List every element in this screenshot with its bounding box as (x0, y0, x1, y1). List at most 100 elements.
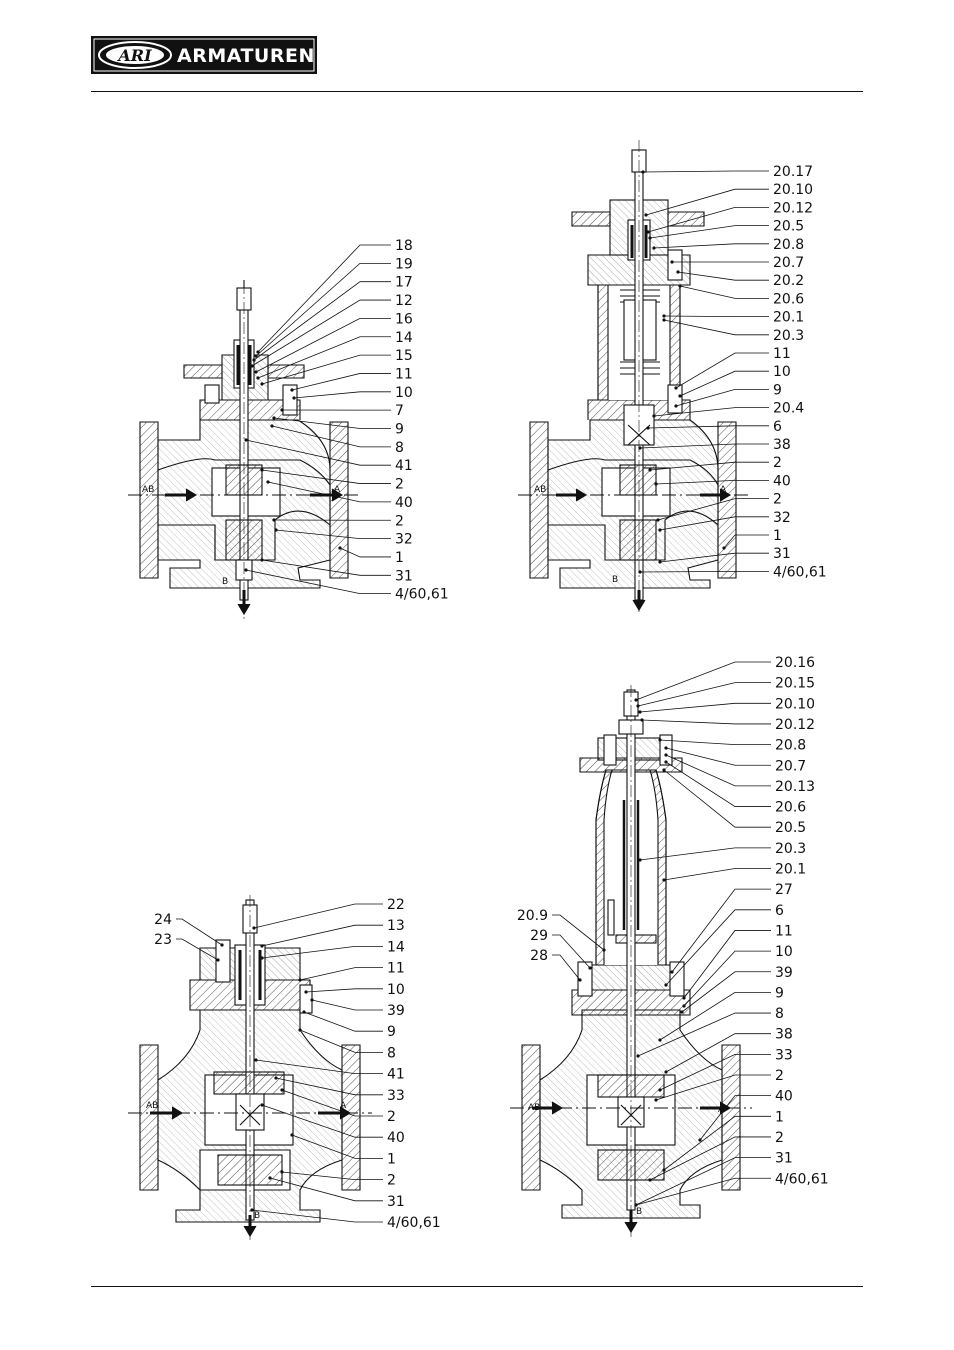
part-label: 9 (775, 985, 784, 1001)
leader-line (681, 971, 771, 1013)
leader-dot (216, 958, 220, 962)
leader-line (299, 1029, 383, 1053)
leader-dot (256, 350, 260, 354)
part-label: 11 (773, 346, 791, 362)
leader-dot (652, 414, 656, 418)
leader-dot (662, 318, 666, 322)
leader-line (273, 417, 391, 429)
leader-line (647, 206, 769, 233)
leader-dot (274, 1076, 278, 1080)
leader-dot (670, 260, 674, 264)
leader-dot (304, 990, 308, 994)
leader-line (663, 1115, 771, 1171)
leader-dot (280, 408, 284, 412)
leader-dot (636, 1054, 640, 1058)
part-label: 20.12 (775, 717, 815, 733)
leader-dot (674, 404, 678, 408)
leader-dot (654, 1098, 658, 1102)
leader-dot (682, 1004, 686, 1008)
part-label: 20.10 (775, 696, 815, 712)
leader-dot (310, 998, 314, 1002)
leader-dot (662, 314, 666, 318)
leader-line (267, 481, 391, 503)
port-ab: AB (528, 1103, 540, 1113)
leader-dot (638, 858, 642, 862)
part-label: 2 (395, 477, 404, 493)
brand-name: ARMATUREN (177, 45, 315, 67)
leader-dot (260, 956, 264, 960)
leader-line (679, 370, 769, 397)
leader-line (245, 569, 391, 595)
leader-line (645, 188, 769, 216)
leader-dot (280, 1088, 284, 1092)
port-a: A (340, 1101, 347, 1111)
part-label: 38 (773, 437, 791, 453)
part-label: 15 (395, 348, 413, 364)
leader-line (311, 999, 383, 1011)
part-label: 40 (387, 1130, 405, 1146)
leader-dot (658, 1088, 662, 1092)
part-label: 20.7 (775, 758, 806, 774)
part-label: 10 (773, 364, 791, 380)
leader-dot (602, 948, 606, 952)
leader-line (659, 552, 769, 563)
leader-dot (648, 236, 652, 240)
part-label: 20.3 (775, 841, 806, 857)
leader-dot (260, 468, 264, 472)
part-label: 32 (395, 532, 413, 548)
leader-dot (680, 1010, 684, 1014)
leader-line (257, 336, 391, 379)
leader-dot (698, 1138, 702, 1142)
leader-dot (662, 878, 666, 882)
leader-line (723, 534, 769, 549)
leader-line (275, 1077, 383, 1096)
leader-dot (244, 438, 248, 442)
leader-line (255, 317, 391, 373)
leader-line (261, 924, 383, 947)
leader-line (552, 934, 591, 969)
leader-line (639, 847, 771, 861)
part-label: 22 (387, 897, 405, 913)
part-label: 9 (387, 1024, 396, 1040)
part-label: 1 (387, 1151, 396, 1167)
part-label: 20.10 (773, 182, 813, 198)
leader-line (641, 719, 771, 725)
leader-line (659, 516, 769, 531)
part-label: 20.7 (773, 255, 804, 271)
leader-line (655, 1074, 771, 1101)
leader-line (675, 388, 769, 407)
leader-dot (638, 446, 642, 450)
leader-dot (664, 753, 668, 757)
leader-dot (266, 480, 270, 484)
leader-line (257, 244, 391, 353)
leader-dot (260, 944, 264, 948)
part-label: 9 (773, 382, 782, 398)
part-label: 17 (395, 275, 413, 291)
part-label: 8 (387, 1045, 396, 1061)
leader-line (275, 529, 391, 539)
port-a: A (718, 1105, 725, 1115)
part-label: 20.13 (775, 779, 815, 795)
part-label: 29 (530, 928, 548, 944)
part-label: 10 (387, 982, 405, 998)
leader-line (665, 761, 771, 807)
leader-dot (638, 710, 642, 714)
leader-line (663, 868, 771, 881)
leader-line (255, 262, 391, 357)
valve-view-bottom-left (128, 895, 372, 1240)
leader-line (642, 170, 769, 173)
leader-dot (260, 382, 264, 386)
leader-line (679, 285, 769, 299)
part-label: 4/60,61 (775, 1171, 829, 1187)
part-label: 10 (395, 385, 413, 401)
part-label: 20.8 (775, 738, 806, 754)
part-label: 6 (773, 419, 782, 435)
leader-dot (256, 376, 260, 380)
part-label: 28 (530, 948, 548, 964)
part-label: 4/60,61 (395, 587, 449, 603)
part-label: 39 (775, 965, 793, 981)
leader-dot (254, 370, 258, 374)
leader-dot (302, 1010, 306, 1014)
valve-view-top-right (518, 140, 750, 615)
